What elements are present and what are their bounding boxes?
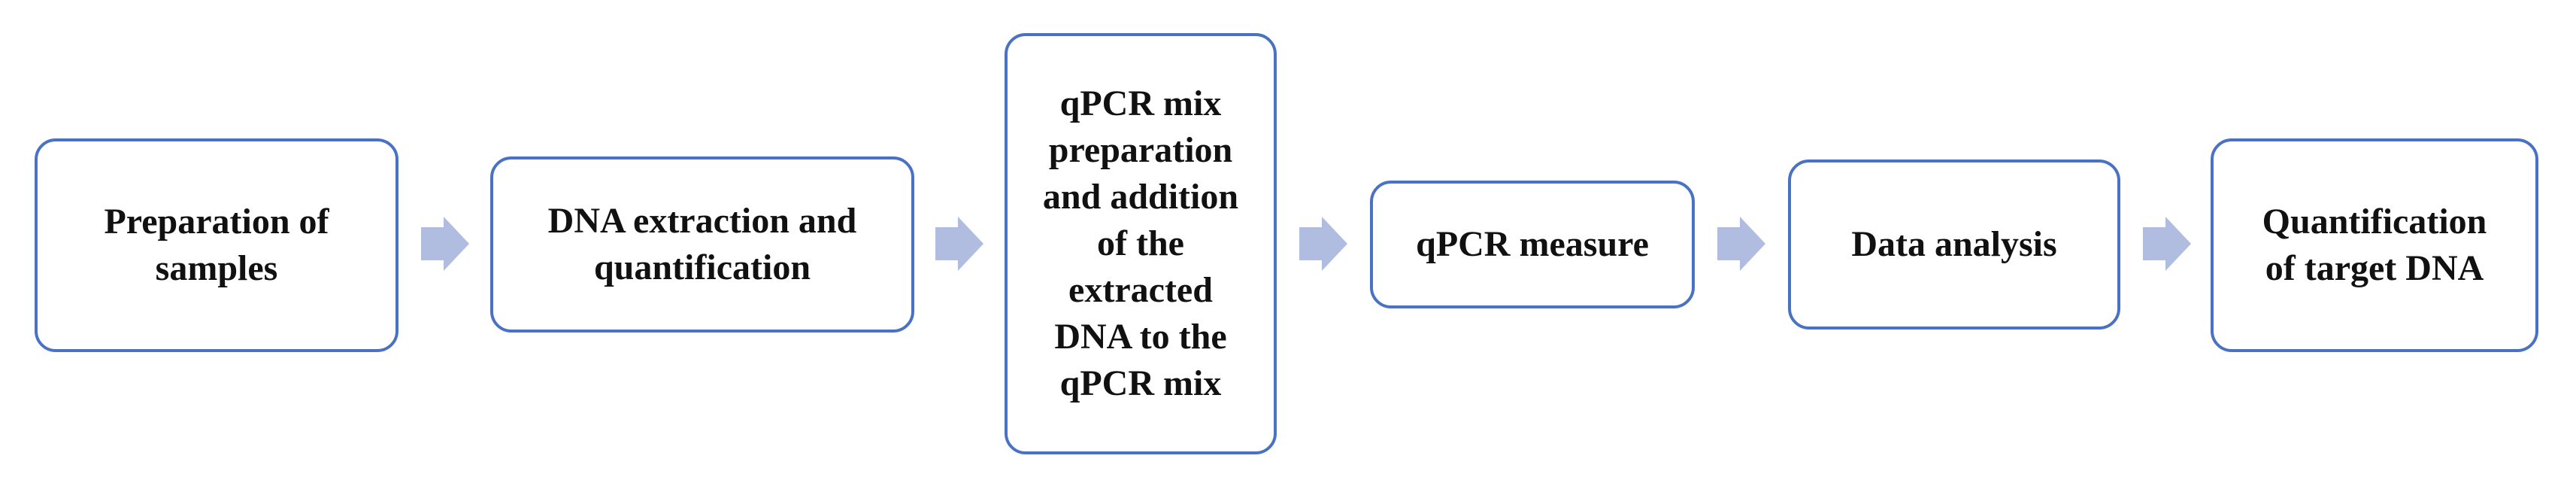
step-mix-label: qPCR mix preparation and addition of the… <box>1042 84 1239 403</box>
step-measure-box: qPCR measure <box>1370 181 1695 308</box>
step-quantification-label: Quantification of target DNA <box>2262 202 2487 288</box>
step-measure-label: qPCR measure <box>1416 224 1649 264</box>
step-preparation-box: Preparation of samples <box>35 138 399 352</box>
step-mix-box: qPCR mix preparation and addition of the… <box>1005 33 1277 454</box>
arrow-2-icon <box>935 217 983 271</box>
step-analysis-box: Data analysis <box>1788 159 2120 330</box>
step-quantification-box: Quantification of target DNA <box>2211 138 2538 352</box>
arrow-5-icon <box>2143 217 2191 271</box>
arrow-4-icon <box>1717 217 1765 271</box>
step-extraction-label: DNA extraction and quantification <box>547 201 857 287</box>
arrow-3-icon <box>1299 217 1347 271</box>
arrow-1-icon <box>421 217 469 271</box>
step-extraction-box: DNA extraction and quantification <box>490 156 914 333</box>
step-preparation-label: Preparation of samples <box>104 202 329 288</box>
step-analysis-label: Data analysis <box>1851 224 2057 264</box>
